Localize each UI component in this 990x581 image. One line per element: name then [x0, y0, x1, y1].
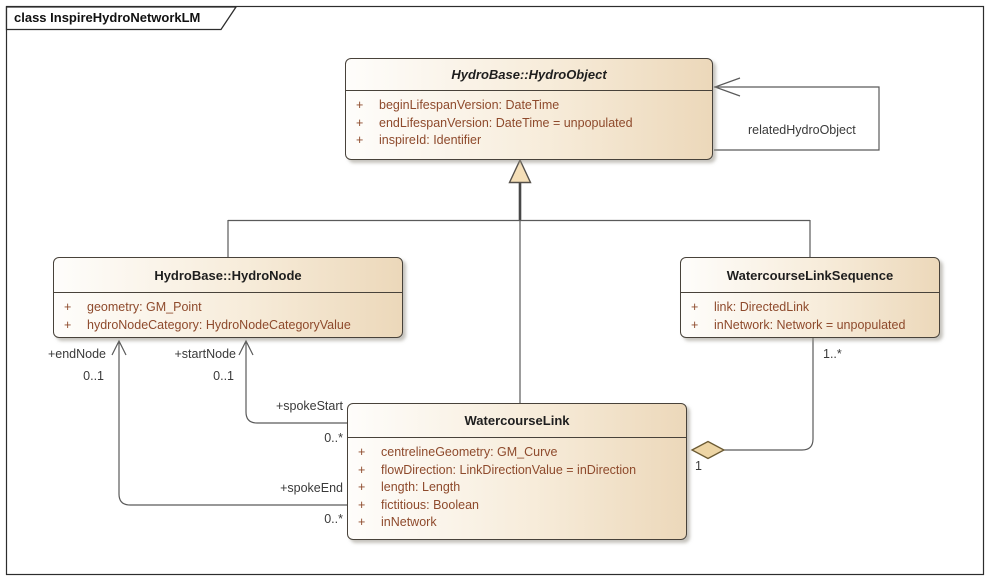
class-attribute: + hydroNodeCategory: HydroNodeCategoryVa… [64, 317, 394, 335]
attribute-text: centrelineGeometry: GM_Curve [381, 445, 558, 459]
class-attribute: + endLifespanVersion: DateTime = unpopul… [356, 115, 704, 133]
attribute-text: hydroNodeCategory: HydroNodeCategoryValu… [87, 317, 351, 332]
visibility-plus-icon: + [358, 445, 366, 459]
generalization-triangle-icon [508, 158, 532, 184]
attribute-text: endLifespanVersion: DateTime = unpopulat… [379, 115, 633, 130]
class-attribute: + centrelineGeometry: GM_Curve [358, 444, 678, 462]
association-spoke-start [245, 342, 347, 424]
class-box-hydro-object: HydroBase::HydroObject + beginLifespanVe… [345, 58, 713, 160]
multiplicity-start-node: 0..1 [213, 369, 234, 383]
class-attribute: + geometry: GM_Point [64, 299, 394, 317]
attribute-compartment: + link: DirectedLink + inNetwork: Networ… [681, 293, 939, 334]
role-label-start-node: +startNode [174, 347, 237, 361]
class-title: HydroBase::HydroNode [54, 258, 402, 293]
aggregation-diamond-icon [690, 440, 726, 460]
visibility-plus-icon: + [691, 317, 699, 332]
attribute-compartment: + beginLifespanVersion: DateTime + endLi… [346, 91, 712, 150]
role-label-end-node: +endNode [47, 347, 106, 361]
visibility-plus-icon: + [358, 515, 366, 530]
class-attribute: + length: Length [358, 479, 678, 497]
attribute-text: inspireId: Identifier [379, 133, 482, 148]
aggregation-link-sequence [724, 338, 814, 451]
role-label-spoke-end: +spokeEnd [280, 481, 343, 495]
visibility-plus-icon: + [358, 462, 366, 477]
attribute-compartment: + centrelineGeometry: GM_Curve + flowDir… [348, 438, 686, 532]
class-attribute: + fictitious: Boolean [358, 497, 678, 515]
attribute-text: beginLifespanVersion: DateTime [379, 98, 560, 112]
attribute-text: fictitious: Boolean [381, 497, 479, 512]
attribute-compartment: + geometry: GM_Point + hydroNodeCategory… [54, 293, 402, 334]
visibility-plus-icon: + [356, 133, 364, 148]
multiplicity-aggregation: 1 [695, 459, 702, 473]
visibility-plus-icon: + [64, 300, 72, 314]
class-box-watercourse-link-sequence: WatercourseLinkSequence + link: Directed… [680, 257, 940, 338]
attribute-text: link: DirectedLink [714, 300, 810, 314]
visibility-plus-icon: + [356, 98, 364, 112]
open-arrowhead-icon [111, 339, 127, 356]
class-title: WatercourseLink [348, 404, 686, 438]
class-attribute: + inNetwork [358, 514, 678, 532]
diagram-frame [5, 5, 985, 576]
association-label-related-hydro-object: relatedHydroObject [748, 123, 856, 137]
class-attribute: + link: DirectedLink [691, 299, 931, 317]
class-title: HydroBase::HydroObject [346, 59, 712, 91]
multiplicity-spoke-start: 0..* [324, 431, 343, 445]
open-arrowhead-icon [238, 339, 254, 356]
class-attribute: + inNetwork: Network = unpopulated [691, 317, 931, 335]
visibility-plus-icon: + [691, 300, 699, 314]
visibility-plus-icon: + [358, 497, 366, 512]
visibility-plus-icon: + [358, 480, 366, 495]
class-attribute: + beginLifespanVersion: DateTime [356, 97, 704, 115]
attribute-text: geometry: GM_Point [87, 300, 202, 314]
class-attribute: + inspireId: Identifier [356, 132, 704, 150]
attribute-text: length: Length [381, 480, 461, 495]
diagram-title: class InspireHydroNetworkLM [14, 10, 201, 25]
diagram-title-tab-shape [5, 6, 238, 31]
role-label-spoke-start: +spokeStart [275, 399, 343, 413]
attribute-text: inNetwork: Network = unpopulated [714, 317, 906, 332]
class-attribute: + flowDirection: LinkDirectionValue = in… [358, 462, 678, 480]
attribute-text: inNetwork [381, 515, 437, 530]
class-box-hydro-node: HydroBase::HydroNode + geometry: GM_Poin… [53, 257, 403, 338]
attribute-text: flowDirection: LinkDirectionValue = inDi… [381, 462, 637, 477]
class-box-watercourse-link: WatercourseLink + centrelineGeometry: GM… [347, 403, 687, 540]
open-arrowhead-icon [713, 77, 741, 97]
self-association-related-hydro-object [714, 86, 880, 151]
association-spoke-end [118, 342, 347, 506]
multiplicity-end-node: 0..1 [83, 369, 104, 383]
multiplicity-link-sequence: 1..* [823, 347, 842, 361]
visibility-plus-icon: + [356, 115, 364, 130]
class-title: WatercourseLinkSequence [681, 258, 939, 293]
multiplicity-spoke-end: 0..* [324, 512, 343, 526]
visibility-plus-icon: + [64, 317, 72, 332]
